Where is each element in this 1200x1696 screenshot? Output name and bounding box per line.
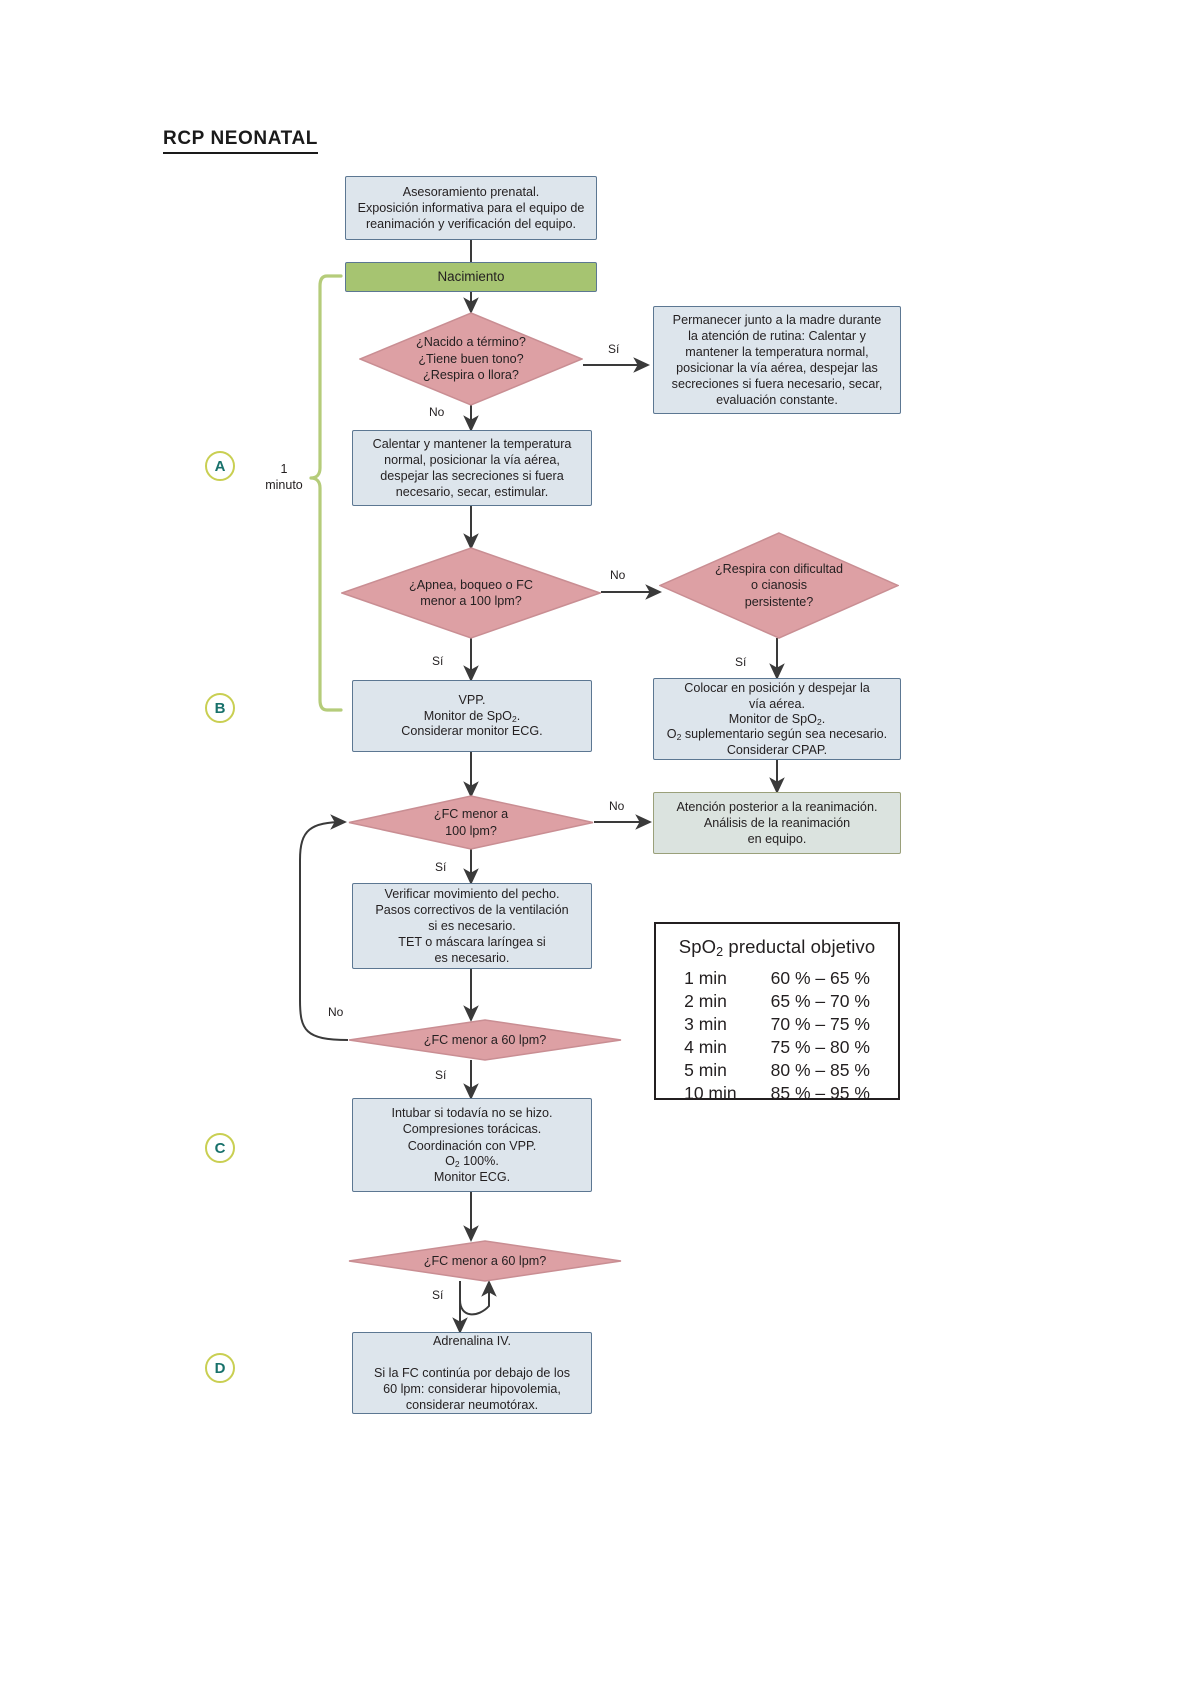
node-intubate-chest-compressions: Intubar si todavía no se hizo. Compresio… — [352, 1098, 592, 1192]
edge-label-no-term: No — [429, 405, 445, 419]
decision-hr-below-60-first: ¿FC menor a 60 lpm? — [348, 1019, 622, 1061]
table-row: 3 min 70 % – 75 % — [684, 1013, 870, 1036]
phase-marker-c: C — [205, 1133, 235, 1163]
node-position-airway-cpap: Colocar en posición y despejar la vía aé… — [653, 678, 901, 760]
edge-label-si-labored: Sí — [735, 655, 747, 669]
spo2-range: 75 % – 80 % — [770, 1036, 870, 1057]
spo2-time: 2 min — [684, 990, 727, 1011]
spo2-time: 1 min — [684, 967, 727, 988]
spo2-range: 60 % – 65 % — [770, 967, 870, 988]
compressions-o2-line: O2 100%. — [445, 1153, 499, 1169]
spo2-table-body: 1 min 60 % – 65 % 2 min 65 % – 70 % 3 mi… — [684, 967, 870, 1105]
edge-label-si-hr60a: Sí — [435, 1068, 447, 1082]
node-routine-care-with-mother: Permanecer junto a la madre durante la a… — [653, 306, 901, 414]
node-ppv-spo2-monitor: VPP. Monitor de SpO2. Considerar monitor… — [352, 680, 592, 752]
spo2-table-caption: SpO2 preductal objetivo — [678, 936, 876, 959]
bracket-label-one-minute: 1 minuto — [265, 462, 303, 492]
decision-apnea-gasping-hr100: ¿Apnea, boqueo o FC menor a 100 lpm? — [341, 547, 601, 639]
decision-hr-below-60-second: ¿FC menor a 60 lpm? — [348, 1240, 622, 1282]
spo2-range: 85 % – 95 % — [770, 1082, 870, 1103]
ppv-spo2-line: Monitor de SpO2. — [423, 708, 521, 724]
page-title: RCP NEONATAL — [163, 128, 318, 154]
node-birth: Nacimiento — [345, 262, 597, 292]
edge-label-no-apnea: No — [610, 568, 626, 582]
spo2-range: 80 % – 85 % — [770, 1059, 870, 1080]
edge-label-no-hr100: No — [609, 799, 625, 813]
edge-label-si-hr100: Sí — [435, 860, 447, 874]
spo2-target-table: SpO2 preductal objetivo 1 min 60 % – 65 … — [654, 922, 900, 1103]
node-initial-steps: Calentar y mantener la temperatura norma… — [352, 430, 592, 506]
edge-label-no-hr60a: No — [328, 1005, 344, 1019]
edge-label-si-hr60b: Sí — [432, 1288, 444, 1302]
table-row: 4 min 75 % – 80 % — [684, 1036, 870, 1059]
table-row: 10 min 85 % – 95 % — [684, 1082, 870, 1105]
decision-hr-below-100: ¿FC menor a 100 lpm? — [348, 795, 594, 850]
edge-label-si-apnea: Sí — [432, 654, 444, 668]
spo2-range: 65 % – 70 % — [770, 990, 870, 1011]
node-post-resuscitation-care: Atención posterior a la reanimación. Aná… — [653, 792, 901, 854]
spo2-range: 70 % – 75 % — [770, 1013, 870, 1034]
decision-labored-breathing-cyanosis: ¿Respira con dificultad o cianosis persi… — [659, 532, 899, 639]
spo2-time: 4 min — [684, 1036, 727, 1057]
cpap-o2-line: O2 suplementario según sea necesario. — [666, 727, 888, 742]
decision-term-tone-breathing: ¿Nacido a término? ¿Tiene buen tono? ¿Re… — [359, 312, 583, 406]
cpap-spo2-line: Monitor de SpO2. — [728, 712, 826, 728]
table-row: 5 min 80 % – 85 % — [684, 1059, 870, 1082]
node-epinephrine-iv: Adrenalina IV. Si la FC continúa por deb… — [352, 1332, 592, 1414]
node-corrective-ventilation-steps: Verificar movimiento del pecho. Pasos co… — [352, 883, 592, 969]
spo2-time: 10 min — [684, 1082, 737, 1103]
table-row: 1 min 60 % – 65 % — [684, 967, 870, 990]
phase-marker-d: D — [205, 1353, 235, 1383]
edge-label-si-term: Sí — [608, 342, 620, 356]
spo2-time: 5 min — [684, 1059, 727, 1080]
node-prenatal-counseling: Asesoramiento prenatal. Exposición infor… — [345, 176, 597, 240]
spo2-time: 3 min — [684, 1013, 727, 1034]
phase-marker-b: B — [205, 693, 235, 723]
phase-marker-a: A — [205, 451, 235, 481]
table-row: 2 min 65 % – 70 % — [684, 990, 870, 1013]
